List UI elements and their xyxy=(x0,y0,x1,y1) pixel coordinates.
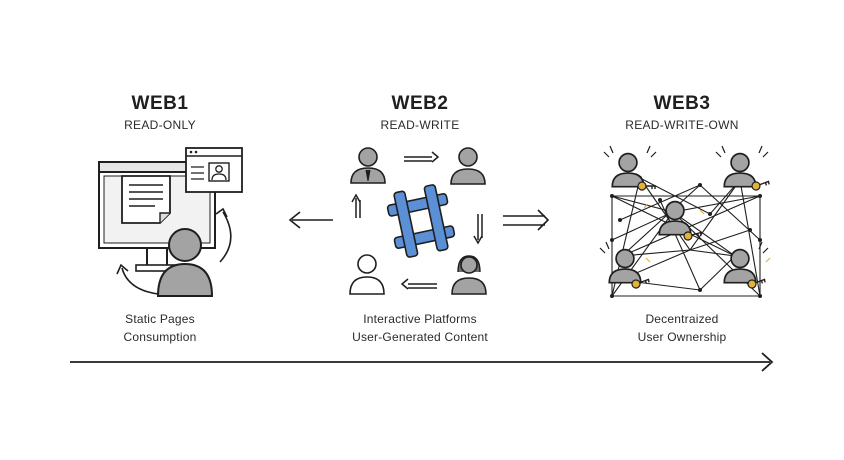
web1-caption-line: Consumption xyxy=(123,330,197,344)
web2-illustration xyxy=(349,147,550,295)
web2-subtitle: READ-WRITE xyxy=(380,118,460,132)
web2-caption: Interactive Platforms User-Generated Con… xyxy=(300,310,540,346)
web1-subtitle: READ-ONLY xyxy=(124,118,196,132)
hash-icon xyxy=(386,184,456,258)
web3-caption: Decentraized User Ownership xyxy=(582,310,782,346)
arrow-icon xyxy=(400,278,437,290)
arrow-icon xyxy=(404,151,440,163)
web2-caption-line: Interactive Platforms xyxy=(363,312,477,326)
web2-caption-line: User-Generated Content xyxy=(352,330,488,344)
timeline-arrow-icon xyxy=(70,352,774,372)
user-icon xyxy=(715,145,769,188)
sparkle-icon xyxy=(643,203,771,263)
user-icon xyxy=(450,147,486,185)
user-icon xyxy=(349,254,385,295)
arrow-icon xyxy=(351,193,361,218)
web1-illustration xyxy=(98,147,333,297)
cycle-arrow-icon xyxy=(116,207,232,295)
document-icon xyxy=(121,175,171,224)
user-icon xyxy=(451,255,487,295)
web1-caption: Static Pages Consumption xyxy=(60,310,260,346)
user-icon xyxy=(350,147,386,184)
user-icon xyxy=(599,241,642,284)
web2-title: WEB2 xyxy=(391,93,449,114)
web3-title: WEB3 xyxy=(653,93,711,114)
user-icon xyxy=(723,241,769,284)
arrow-icon xyxy=(503,209,550,231)
web3-caption-line: Decentraized xyxy=(645,312,719,326)
web3-caption-line: User Ownership xyxy=(637,330,727,344)
arrow-icon xyxy=(473,214,483,245)
profile-window-icon xyxy=(185,147,243,193)
web3-subtitle: READ-WRITE-OWN xyxy=(625,118,739,132)
arrow-icon xyxy=(288,211,333,229)
web3-illustration xyxy=(599,145,772,298)
user-icon xyxy=(603,145,657,188)
web1-caption-line: Static Pages xyxy=(125,312,195,326)
user-icon xyxy=(156,228,214,297)
web1-title: WEB1 xyxy=(131,93,189,114)
